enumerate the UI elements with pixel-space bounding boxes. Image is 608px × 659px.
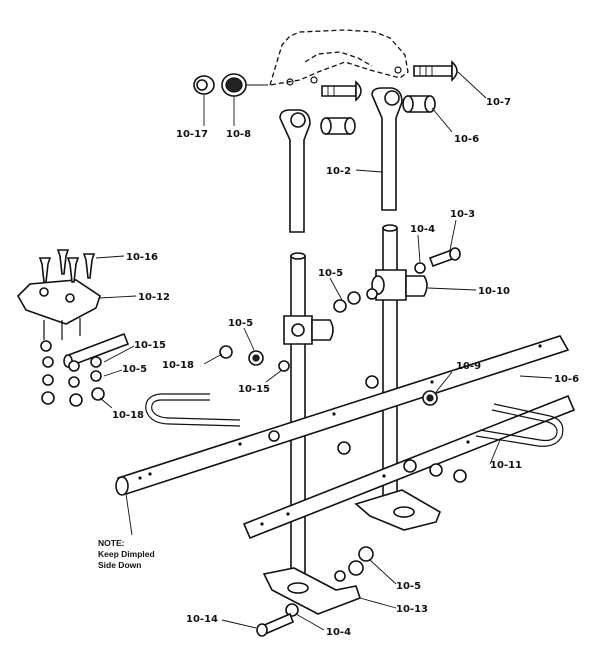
label-10-17: 10-17	[176, 129, 208, 140]
tee-fitting-upper	[371, 269, 428, 301]
label-10-7: 10-7	[486, 97, 511, 108]
crossbar-front	[115, 335, 570, 496]
screws-10-16	[38, 249, 96, 283]
label-10-12: 10-12	[138, 292, 170, 303]
seat-outline	[269, 29, 409, 86]
label-10-16: 10-16	[126, 252, 158, 263]
label-10-18-left: 10-18	[112, 410, 144, 421]
base-plate-right	[354, 489, 441, 531]
bolt-10-7-lower	[321, 80, 362, 102]
base-plate-left	[262, 567, 362, 615]
label-10-4-top: 10-4	[410, 224, 435, 235]
bolt-10-3	[428, 247, 461, 268]
label-10-8: 10-8	[226, 129, 251, 140]
label-10-5-lower: 10-5	[396, 581, 421, 592]
label-10-5-left: 10-5	[122, 364, 147, 375]
leader-lines	[95, 71, 553, 631]
label-10-18-mid: 10-18	[162, 360, 194, 371]
label-10-5-mid: 10-5	[228, 318, 253, 329]
washer-10-4-upper	[414, 262, 426, 274]
hardware-base	[285, 546, 374, 617]
label-10-6-right: 10-6	[554, 374, 579, 385]
label-10-9: 10-9	[456, 361, 481, 372]
foot-rest-right	[475, 403, 564, 447]
label-10-15-left: 10-15	[134, 340, 166, 351]
bolt-10-14	[256, 612, 295, 637]
hardware-bracket	[40, 340, 105, 407]
label-10-4-bottom: 10-4	[326, 627, 351, 638]
part-10-8	[221, 73, 247, 97]
note-heading: NOTE:	[98, 538, 125, 548]
tee-fitting-lower	[283, 315, 334, 345]
label-10-6-top: 10-6	[454, 134, 479, 145]
label-10-13: 10-13	[396, 604, 428, 615]
bolt-10-7-upper	[413, 60, 458, 82]
assembly-note: NOTE: Keep Dimpled Side Down	[98, 538, 155, 570]
hardware-crossbar	[219, 288, 467, 483]
label-10-11: 10-11	[490, 460, 522, 471]
upright-tube-left	[279, 109, 311, 233]
label-10-15-mid: 10-15	[238, 384, 270, 395]
bushing-10-6-left	[320, 117, 356, 135]
bracket-10-12	[17, 279, 101, 340]
label-10-3: 10-3	[450, 209, 475, 220]
upright-tube-right	[371, 87, 403, 211]
label-10-10: 10-10	[478, 286, 510, 297]
label-10-2: 10-2	[326, 166, 351, 177]
note-line-1: Keep Dimpled	[98, 549, 155, 559]
label-10-5-upper: 10-5	[318, 268, 343, 279]
foot-rest-left	[145, 393, 241, 427]
bushing-10-6-right	[402, 95, 436, 113]
note-line-2: Side Down	[98, 560, 141, 570]
part-10-17	[193, 75, 215, 95]
label-10-14: 10-14	[186, 614, 218, 625]
